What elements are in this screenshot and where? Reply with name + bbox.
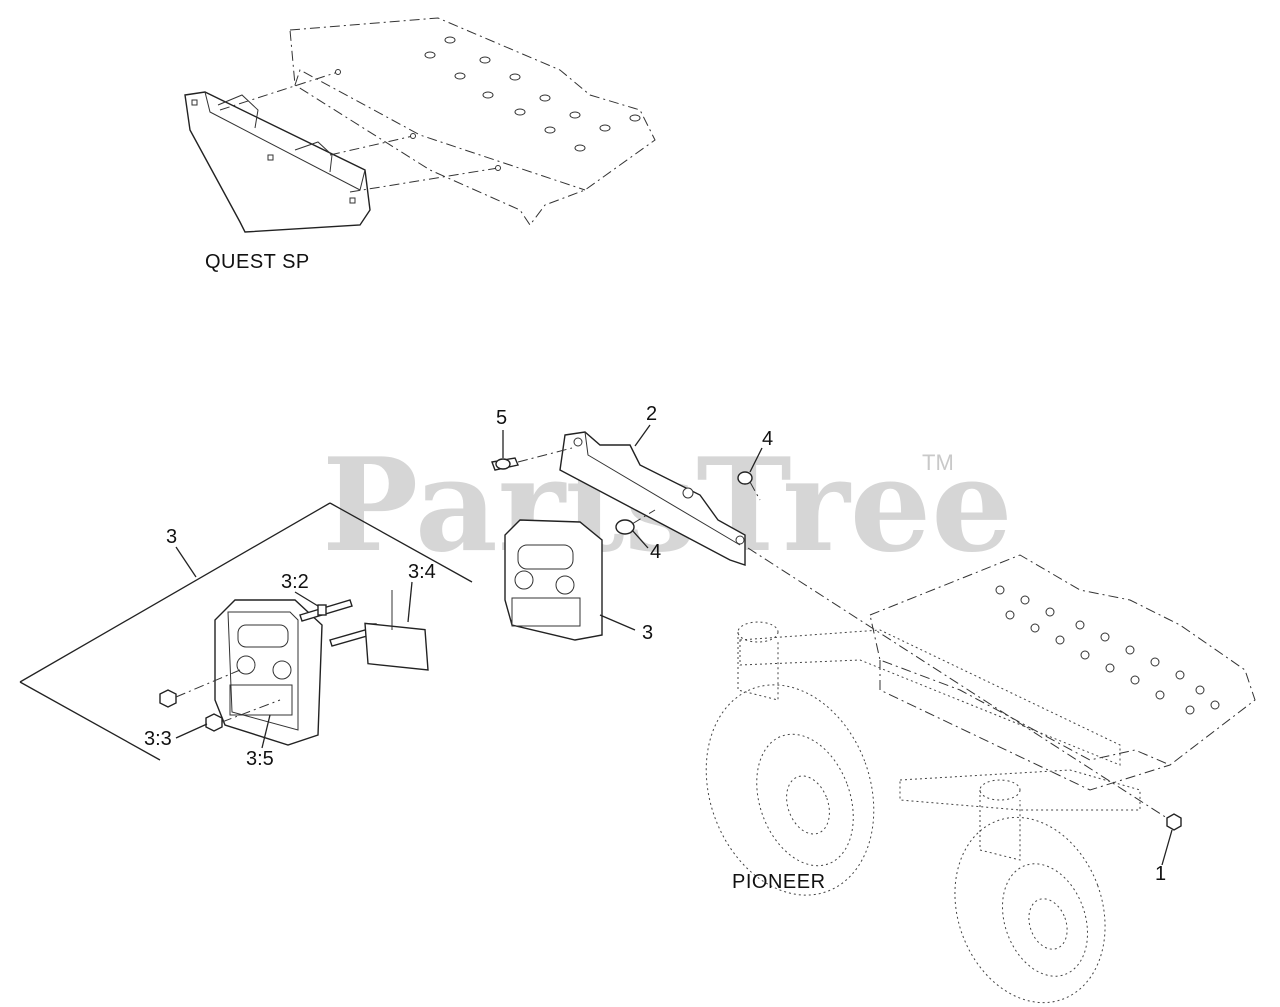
cap-mount-line [749, 481, 761, 501]
quest-bracket-tab-left [217, 94, 259, 129]
callout-3-5: 3:5 [246, 748, 274, 770]
leader-3-group [175, 546, 197, 578]
quest-weight-bracket [184, 91, 371, 233]
pioneer-weight-bracket [491, 431, 1171, 821]
weight-body-left [214, 599, 323, 746]
weight-assembled [504, 519, 603, 641]
caster-cap-right [979, 779, 1021, 801]
cap-upper [737, 471, 753, 485]
bracket-edge [584, 431, 741, 546]
pioneer-deck-holes [995, 585, 1220, 715]
callout-4-top: 4 [762, 428, 773, 450]
weight-label-area-left [229, 684, 293, 716]
watermark-trademark: TM [922, 450, 954, 475]
weight-label-area-center [511, 597, 581, 627]
bracket-hole [682, 487, 694, 499]
nut-lower [205, 713, 223, 732]
leader-2 [634, 424, 651, 447]
quest-frame-holes [424, 36, 641, 152]
quest-bracket-slot [349, 197, 356, 204]
quest-frame-edge [294, 69, 586, 191]
leader-3-2 [294, 591, 319, 607]
bracket-to-frame-line [747, 547, 1171, 821]
weight-knob-center [514, 570, 534, 590]
callout-2: 2 [646, 403, 657, 425]
quest-bracket-slot [191, 99, 198, 106]
callout-3-2: 3:2 [281, 571, 309, 593]
quest-bracket-lip [204, 91, 366, 191]
weight-knob-center [555, 575, 575, 595]
quest-bracket-tab-right [294, 141, 333, 173]
caster-cap-left [737, 621, 779, 643]
decal-plate [364, 622, 429, 671]
caster-hub-right [1001, 863, 1089, 977]
weight-knob-left [236, 655, 256, 675]
caption-quest-sp: QUEST SP [205, 251, 310, 273]
bracket-hole [573, 437, 583, 447]
pioneer-mower-front [705, 554, 1256, 1004]
nut-part-1 [1166, 813, 1182, 831]
caption-pioneer: PIONEER [732, 871, 826, 893]
pioneer-lower-tube [899, 769, 1141, 811]
quest-mount-line [329, 135, 414, 156]
pioneer-front-tube [739, 629, 1121, 766]
quest-mount-line [219, 71, 339, 111]
group-frame-top [19, 502, 331, 683]
weight-knob-left [272, 660, 292, 680]
callout-3-3: 3:3 [144, 728, 172, 750]
weight-kit-exploded [19, 502, 473, 761]
caster-axle-right [1028, 898, 1068, 950]
pin-mount-line [517, 447, 573, 463]
bolt-head [317, 604, 327, 616]
quest-sp-assembly [184, 17, 656, 233]
leader-4-bottom [631, 529, 649, 549]
leader-3-right [599, 614, 636, 631]
caster-hub-left [756, 733, 854, 867]
leader-3-3 [175, 723, 208, 739]
cap-lower [615, 519, 635, 535]
pioneer-deck-edge [879, 660, 1171, 791]
leader-3-5 [261, 714, 271, 749]
nut-upper [159, 689, 177, 708]
weight-face-left [227, 611, 299, 731]
callout-3-group: 3 [166, 526, 177, 548]
quest-mount-line [349, 167, 499, 193]
callout-4-bottom: 4 [650, 541, 661, 563]
weight-handle-center [517, 544, 574, 570]
caster-wheel-right [954, 816, 1106, 1004]
weight-handle-left [237, 624, 289, 648]
cap-mount-line [631, 509, 656, 525]
callout-1: 1 [1155, 863, 1166, 885]
group-frame-left [19, 681, 161, 761]
callout-3-right: 3 [642, 622, 653, 644]
quest-bracket-slot [267, 154, 274, 161]
pioneer-deck-outline [869, 554, 1256, 766]
bracket-hole [735, 535, 745, 545]
quest-frame-outline [289, 17, 656, 226]
leader-4-top [749, 447, 763, 473]
caster-axle-left [786, 775, 830, 835]
caster-yoke-left [737, 632, 779, 701]
callout-leaders [175, 424, 1173, 866]
callout-3-4: 3:4 [408, 561, 436, 583]
group-frame-right [329, 502, 473, 583]
nut-mount-line [175, 669, 241, 698]
leader-1 [1161, 829, 1173, 866]
caster-wheel-left [705, 684, 875, 896]
leader-3-4 [407, 581, 413, 623]
clevis-pin-head [495, 458, 511, 470]
caster-yoke-right [979, 790, 1021, 861]
weight-body-center [504, 519, 603, 641]
callout-5: 5 [496, 407, 507, 429]
